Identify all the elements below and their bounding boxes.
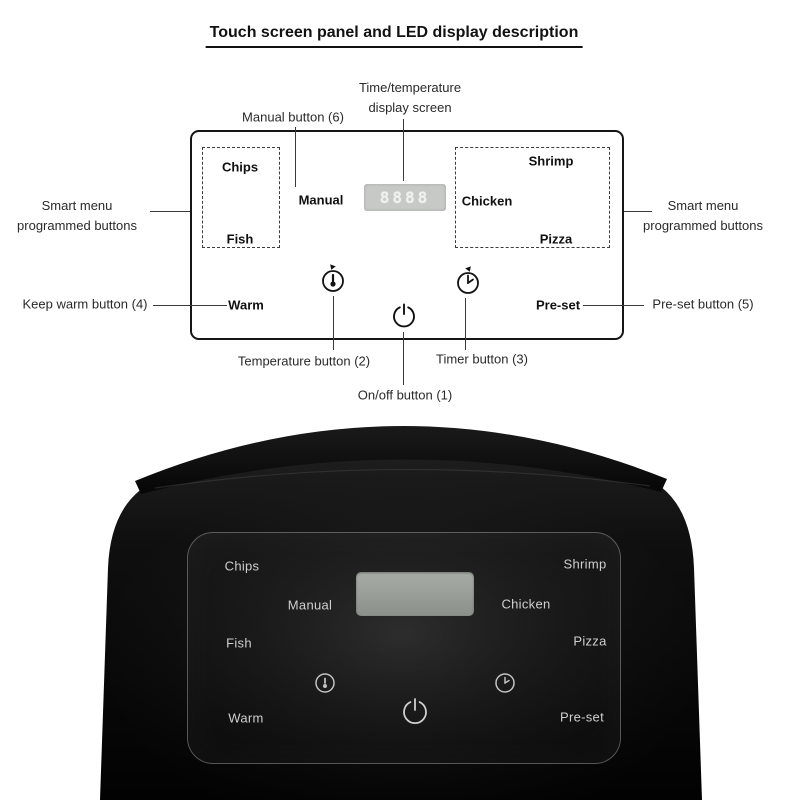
leader-line-timer xyxy=(465,298,466,350)
manual-annotation: Manual button (6) xyxy=(242,109,344,125)
preset-button-label: Pre-set xyxy=(535,297,581,313)
air-fryer-lid xyxy=(135,425,667,494)
smart-menu-left-line2: programmed buttons xyxy=(17,218,137,233)
appliance-manual-label: Manual xyxy=(287,597,333,613)
appliance-preset-label: Pre-set xyxy=(559,709,605,725)
leader-line-smart-right xyxy=(624,211,652,212)
smart-menu-right-line2: programmed buttons xyxy=(643,218,763,233)
air-fryer-photo xyxy=(100,425,702,800)
leader-line-keep-warm xyxy=(153,305,227,306)
appliance-timer-icon xyxy=(495,673,515,693)
smart-menu-right-box xyxy=(455,147,610,248)
fish-button-label: Fish xyxy=(226,231,254,247)
temperature-icon xyxy=(322,264,344,292)
appliance-chips-label: Chips xyxy=(224,558,260,574)
smart-menu-left-box xyxy=(202,147,280,248)
smart-menu-right-line1: Smart menu xyxy=(667,198,739,213)
led-display: 8888 xyxy=(364,184,446,211)
leader-line-preset xyxy=(583,305,644,306)
display-annotation-line1: Time/temperature xyxy=(358,80,462,95)
keep-warm-annotation: Keep warm button (4) xyxy=(22,296,148,312)
on-off-annotation: On/off button (1) xyxy=(357,387,453,403)
led-display-digits: 8888 xyxy=(379,188,431,207)
appliance-shrimp-label: Shrimp xyxy=(563,556,607,572)
warm-button-label: Warm xyxy=(228,297,264,313)
smart-menu-left-annotation: Smart menu programmed buttons xyxy=(17,196,137,236)
manual-button-label: Manual xyxy=(298,192,344,208)
appliance-touch-panel xyxy=(187,532,621,764)
leader-line-smart-left xyxy=(150,211,190,212)
appliance-display xyxy=(356,572,474,616)
appliance-power-icon xyxy=(403,698,427,724)
page-title: Touch screen panel and LED display descr… xyxy=(205,24,583,48)
smart-menu-right-annotation: Smart menu programmed buttons xyxy=(643,196,763,236)
diagram-control-panel xyxy=(190,130,624,340)
leader-line-manual xyxy=(295,127,296,187)
chicken-button-label: Chicken xyxy=(461,193,513,209)
preset-annotation: Pre-set button (5) xyxy=(652,296,754,312)
appliance-pizza-label: Pizza xyxy=(573,633,607,649)
temperature-annotation: Temperature button (2) xyxy=(237,353,371,369)
display-annotation-line2: display screen xyxy=(368,100,452,115)
appliance-temperature-icon xyxy=(315,673,335,693)
appliance-chicken-label: Chicken xyxy=(501,596,551,612)
display-annotation: Time/temperature display screen xyxy=(359,78,461,118)
shrimp-button-label: Shrimp xyxy=(528,153,574,169)
leader-line-temperature xyxy=(333,296,334,350)
smart-menu-left-line1: Smart menu xyxy=(41,198,113,213)
timer-annotation: Timer button (3) xyxy=(436,351,528,367)
power-icon xyxy=(393,303,415,328)
pizza-button-label: Pizza xyxy=(539,231,573,247)
chips-button-label: Chips xyxy=(221,159,259,175)
lid-seam xyxy=(154,468,651,489)
timer-icon xyxy=(457,266,479,294)
appliance-warm-label: Warm xyxy=(228,710,264,726)
leader-line-display xyxy=(403,119,404,181)
appliance-fish-label: Fish xyxy=(226,635,252,651)
leader-line-on-off xyxy=(403,332,404,385)
